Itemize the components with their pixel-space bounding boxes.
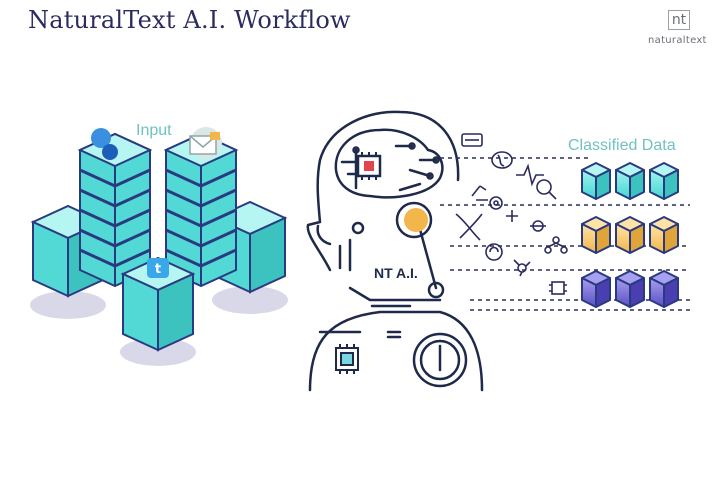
magnifier-icon bbox=[536, 179, 557, 200]
data-cube-purple bbox=[581, 270, 611, 308]
server-shadow bbox=[212, 286, 288, 314]
twitter-icon: t bbox=[147, 258, 169, 278]
logo-wordmark: naturaltext bbox=[648, 35, 707, 46]
chat-bubble-icon bbox=[91, 128, 118, 160]
data-cube-purple bbox=[615, 270, 645, 308]
classified-row-orange bbox=[581, 216, 679, 254]
microscope-icon bbox=[471, 185, 488, 201]
pulse-icon bbox=[516, 163, 544, 187]
data-cube-orange bbox=[581, 216, 611, 254]
data-cube-orange bbox=[649, 216, 679, 254]
classified-data-label: Classified Data bbox=[568, 137, 676, 154]
ear-module-icon bbox=[395, 201, 433, 239]
server-cluster: t bbox=[30, 127, 288, 366]
server-shadow bbox=[120, 338, 196, 366]
dna-icon bbox=[455, 213, 483, 241]
target-icon bbox=[530, 220, 546, 232]
server-stack-tall-right bbox=[163, 132, 239, 288]
data-cube-orange bbox=[615, 216, 645, 254]
body-chip-icon bbox=[335, 344, 359, 374]
data-cube-teal bbox=[649, 162, 679, 200]
circuit-icon bbox=[549, 281, 567, 295]
server-block-front bbox=[120, 256, 196, 352]
chip-icon bbox=[356, 152, 382, 180]
nodes-icon bbox=[513, 259, 531, 277]
page-title: NaturalText A.I. Workflow bbox=[28, 6, 351, 34]
classified-data-grid bbox=[581, 162, 679, 308]
naturaltext-logo: nt naturaltext bbox=[640, 10, 716, 52]
process-icons bbox=[455, 133, 568, 295]
logo-mark: nt bbox=[668, 10, 690, 30]
classified-row-purple bbox=[581, 270, 679, 308]
fingerprint-icon bbox=[485, 243, 503, 261]
data-cube-teal bbox=[581, 162, 611, 200]
classified-row-teal bbox=[581, 162, 679, 200]
svg-text:t: t bbox=[155, 262, 161, 277]
data-cube-purple bbox=[649, 270, 679, 308]
email-icon bbox=[189, 127, 222, 159]
server-shadow bbox=[30, 291, 106, 319]
gear-icon bbox=[489, 196, 503, 210]
robot-head bbox=[306, 110, 484, 392]
input-label: Input bbox=[136, 122, 172, 139]
network-icon bbox=[544, 236, 568, 254]
data-cube-teal bbox=[615, 162, 645, 200]
nt-ai-label: NT A.I. bbox=[374, 265, 418, 281]
message-icon bbox=[461, 133, 483, 147]
brain-icon bbox=[491, 151, 513, 169]
plus-icon bbox=[506, 210, 518, 222]
